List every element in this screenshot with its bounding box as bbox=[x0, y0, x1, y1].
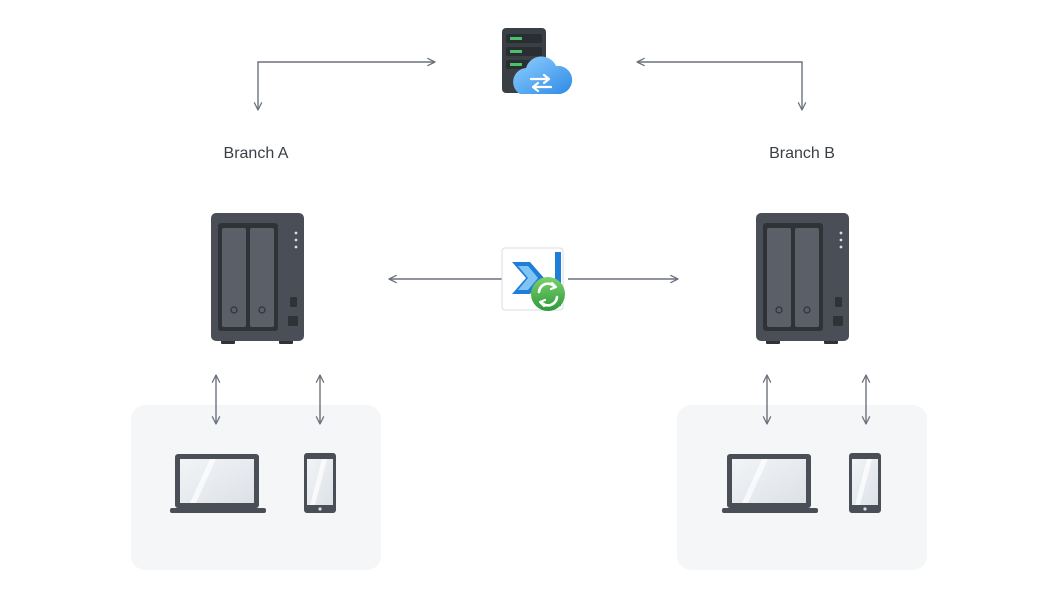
nas-icon bbox=[756, 213, 849, 344]
cloud-server-icon bbox=[502, 28, 573, 94]
branch-b-label: Branch B bbox=[769, 145, 835, 162]
nas-icon bbox=[211, 213, 304, 344]
branch-a-label: Branch A bbox=[223, 145, 289, 162]
arrow-server-branch-a bbox=[253, 57, 436, 111]
arrow-server-branch-b bbox=[636, 57, 807, 111]
sync-app-icon bbox=[501, 247, 565, 311]
laptop-icon bbox=[722, 454, 818, 513]
phone-icon bbox=[304, 453, 336, 513]
phone-icon bbox=[849, 453, 881, 513]
laptop-icon bbox=[170, 454, 266, 513]
